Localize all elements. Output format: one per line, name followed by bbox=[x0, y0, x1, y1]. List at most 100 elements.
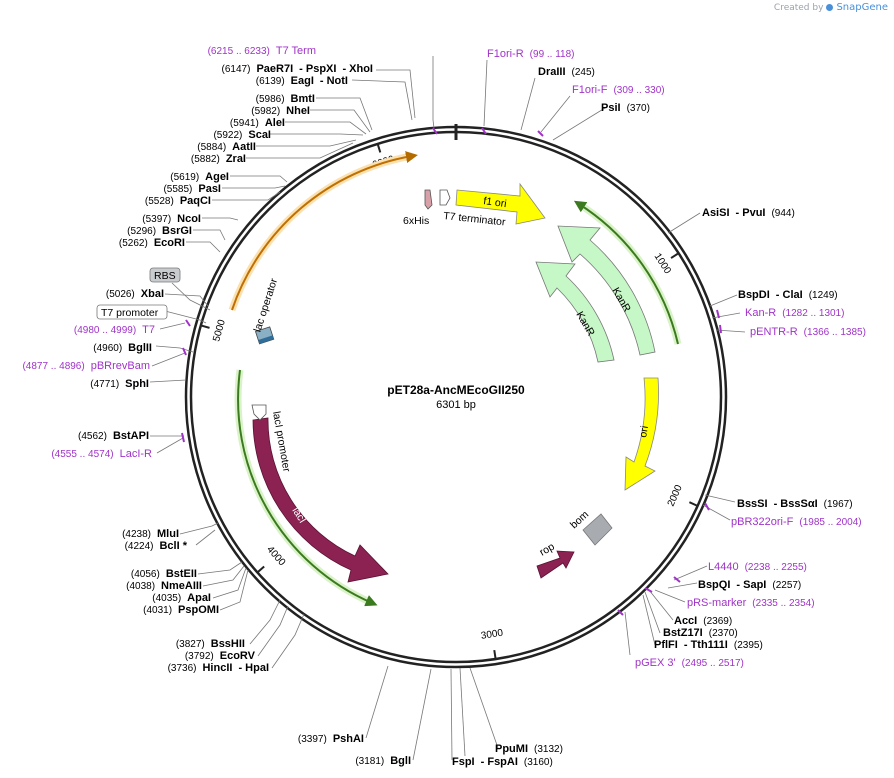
site-label-left[interactable]: (4877 .. 4896)pBRrevBam bbox=[22, 360, 150, 372]
enzyme-name: BssHII bbox=[211, 638, 245, 650]
kanr-inner-feature[interactable] bbox=[535, 261, 615, 363]
enzyme-name: - BssSαI bbox=[774, 498, 818, 510]
enzyme-name: AgeI bbox=[205, 171, 229, 183]
f1-ori-feature[interactable] bbox=[455, 182, 546, 225]
site-label-left[interactable]: (5982)NheI bbox=[251, 105, 310, 117]
site-label-left[interactable]: (5941)AleI bbox=[230, 117, 285, 129]
site-label-left[interactable]: (3181)BglI bbox=[355, 755, 411, 767]
site-position: (3397) bbox=[298, 734, 327, 745]
site-label-left[interactable]: (5619)AgeI bbox=[170, 171, 229, 183]
site-label-left[interactable]: (5397)NcoI bbox=[142, 213, 201, 225]
laci-promoter-feature[interactable] bbox=[251, 404, 267, 421]
site-label-left[interactable]: (3736)HincII- HpaI bbox=[168, 662, 269, 674]
site-label-right[interactable]: pRS-marker(2335 .. 2354) bbox=[687, 597, 815, 609]
site-label-left[interactable]: (5884) AatII bbox=[197, 141, 256, 153]
site-label-left[interactable]: (4771)SphI bbox=[90, 378, 149, 390]
site-label-left[interactable]: (5262)EcoRI bbox=[119, 237, 185, 249]
site-label-right[interactable]: BssSI- BssSαI(1967) bbox=[737, 498, 853, 510]
t7-promoter-label[interactable]: T7 promoter bbox=[101, 307, 159, 319]
site-label-right[interactable]: F1ori-F(309 .. 330) bbox=[572, 84, 665, 96]
primer-name: Kan-R bbox=[745, 307, 776, 319]
site-label-left[interactable]: (4960)BglII bbox=[93, 342, 152, 354]
site-position: (5941) bbox=[230, 118, 259, 129]
site-label-left[interactable]: (5922)ScaI bbox=[213, 129, 271, 141]
site-label-left[interactable]: (3827)BssHII bbox=[176, 638, 245, 650]
tick-label: 2000 bbox=[666, 483, 685, 508]
ori-label: ori bbox=[637, 425, 651, 439]
site-label-left[interactable]: (6147)PaeR7I- PspXI- XhoI bbox=[222, 63, 373, 75]
site-label-right[interactable]: PpuMI(3132) bbox=[495, 743, 563, 755]
site-label-left[interactable]: (4555 .. 4574)LacI-R bbox=[51, 448, 152, 460]
site-label-right[interactable]: AccI(2369) bbox=[674, 615, 732, 627]
site-label-top[interactable]: (6215 .. 6233)T7 Term bbox=[208, 45, 316, 57]
site-label-left[interactable]: (4056)BstEII bbox=[131, 568, 197, 580]
bom-feature[interactable] bbox=[582, 513, 613, 546]
enzyme-name: NheI bbox=[286, 105, 310, 117]
site-label-right[interactable]: BspQI- SapI(2257) bbox=[698, 579, 801, 591]
site-position: (245) bbox=[572, 67, 595, 78]
site-position: (4562) bbox=[78, 431, 107, 442]
site-position: (3132) bbox=[534, 744, 563, 755]
enzyme-name: HincII bbox=[202, 662, 232, 674]
site-label-right[interactable]: FspI- FspAI(3160) bbox=[452, 756, 553, 768]
rbs-label[interactable]: RBS bbox=[154, 270, 176, 282]
site-label-left[interactable]: (4035)ApaI bbox=[152, 592, 211, 604]
his-tag-feature[interactable] bbox=[424, 189, 433, 210]
enzyme-name: XbaI bbox=[141, 288, 164, 300]
enzyme-name: BstAPI bbox=[113, 430, 149, 442]
enzyme-name: - XhoI bbox=[342, 63, 373, 75]
rop-label: rop bbox=[538, 541, 557, 559]
t7-terminator-feature[interactable] bbox=[439, 189, 451, 206]
site-label-left[interactable]: (5296)BsrGI bbox=[127, 225, 192, 237]
site-label-left[interactable]: (4238)MluI bbox=[122, 528, 179, 540]
ori-feature[interactable] bbox=[624, 377, 659, 491]
site-label-right[interactable]: pENTR-R(1366 .. 1385) bbox=[750, 326, 866, 338]
site-label-right[interactable]: PsiI(370) bbox=[601, 102, 650, 114]
site-label-right[interactable]: AsiSI- PvuI(944) bbox=[702, 207, 795, 219]
site-position: (5397) bbox=[142, 214, 171, 225]
his-tag-label: 6xHis bbox=[403, 215, 429, 227]
site-label-right[interactable]: BspDI- ClaI(1249) bbox=[738, 289, 838, 301]
site-label-left[interactable]: (4038)NmeAIII bbox=[126, 580, 202, 592]
site-position: (4224) bbox=[125, 541, 154, 552]
enzyme-name: ZraI bbox=[226, 153, 246, 165]
site-label-right[interactable]: pBR322ori-F(1985 .. 2004) bbox=[731, 516, 862, 528]
site-position: (3181) bbox=[355, 756, 384, 767]
site-label-left[interactable]: (3792)EcoRV bbox=[185, 650, 256, 662]
site-label-left[interactable]: (4031)PspOMI bbox=[143, 604, 219, 616]
primer-marks bbox=[181, 127, 722, 616]
site-label-left[interactable]: (5026) XbaI bbox=[106, 288, 164, 300]
site-label-left[interactable]: (5986)BmtI bbox=[256, 93, 315, 105]
site-label-right[interactable]: Kan-R(1282 .. 1301) bbox=[745, 307, 844, 319]
enzyme-name: AatII bbox=[232, 141, 256, 153]
site-label-left[interactable]: (4980 .. 4999)T7 bbox=[74, 324, 155, 336]
site-label-left[interactable]: (3397)PshAI bbox=[298, 733, 364, 745]
enzyme-name: BglII bbox=[128, 342, 152, 354]
laci-feature[interactable] bbox=[252, 417, 389, 583]
site-label-left[interactable]: (5585)PasI bbox=[163, 183, 221, 195]
site-label-left[interactable]: (6139)EagI- NotI bbox=[256, 75, 348, 87]
site-label-right[interactable]: L4440(2238 .. 2255) bbox=[708, 561, 807, 573]
tick-mark bbox=[257, 565, 265, 573]
plasmid-name: pET28a-AncMEcoGII250 bbox=[387, 383, 525, 397]
site-position: (5884) bbox=[197, 142, 226, 153]
site-position: (5026) bbox=[106, 289, 135, 300]
site-label-right[interactable]: pGEX 3'(2495 .. 2517) bbox=[635, 657, 744, 669]
site-label-left[interactable]: (4224)BclI * bbox=[125, 540, 188, 552]
site-label-right[interactable]: PflFI- Tth111I(2395) bbox=[654, 639, 763, 651]
rop-feature[interactable] bbox=[536, 550, 575, 579]
primer-name: pBRrevBam bbox=[91, 360, 150, 372]
enzyme-name: BstEII bbox=[166, 568, 197, 580]
enzyme-name: FspI bbox=[452, 756, 475, 768]
site-label-right[interactable]: DraIII(245) bbox=[538, 66, 595, 78]
enzyme-name: AsiSI bbox=[702, 207, 730, 219]
site-label-left[interactable]: (4562) BstAPI bbox=[78, 430, 149, 442]
site-label-top[interactable]: F1ori-R(99 .. 118) bbox=[487, 48, 575, 60]
site-label-right[interactable]: BstZ17I(2370) bbox=[663, 627, 738, 639]
snapgene-logo-icon bbox=[826, 4, 834, 11]
site-label-left[interactable]: (5882)ZraI bbox=[191, 153, 246, 165]
enzyme-name: - NotI bbox=[320, 75, 348, 87]
kanr-outer-feature[interactable] bbox=[557, 225, 656, 356]
site-label-left[interactable]: (5528)PaqCI bbox=[145, 195, 211, 207]
enzyme-name: BspDI bbox=[738, 289, 770, 301]
